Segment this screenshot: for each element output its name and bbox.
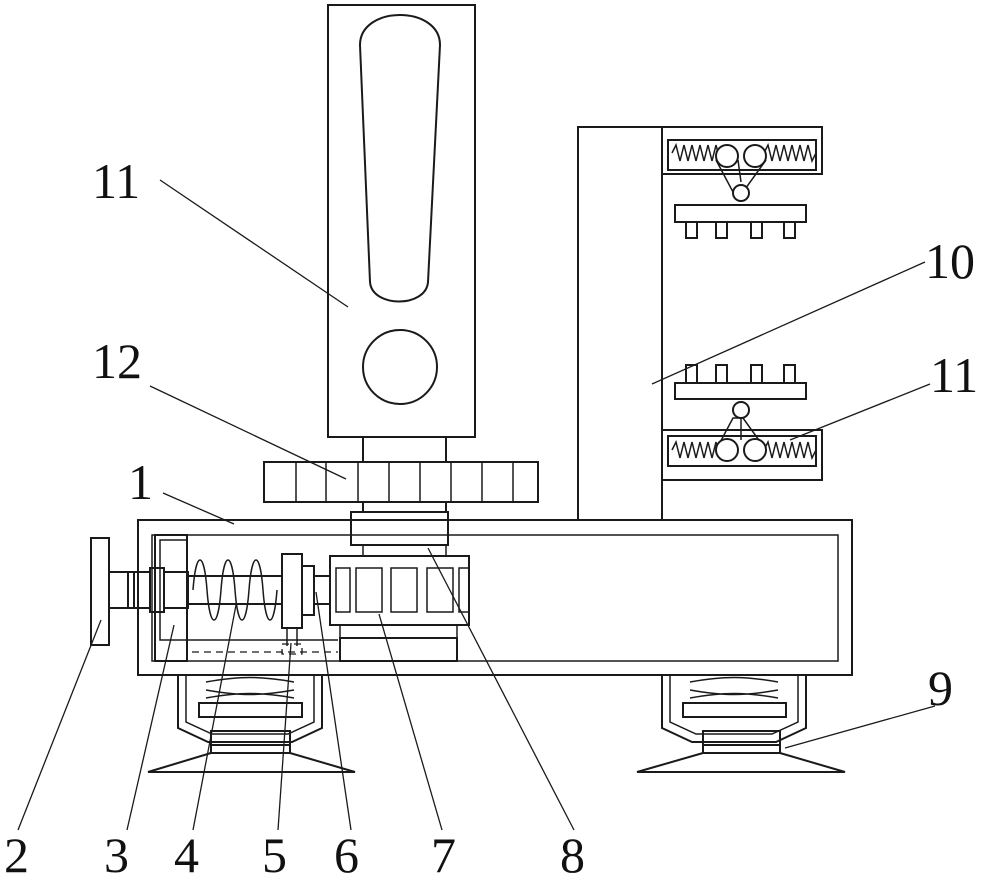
- label-3: 3: [104, 827, 129, 883]
- label-11-top: 11: [92, 153, 140, 209]
- lower-clamp: [661, 364, 823, 481]
- upper-clamp: [661, 126, 823, 239]
- knob-screw: [90, 537, 331, 655]
- reference-labels: 11 12 1 10 11 9 2 3 4 5 6 7 8: [4, 153, 978, 883]
- label-9: 9: [928, 660, 953, 716]
- base-body-1: [137, 511, 853, 676]
- label-1: 1: [128, 454, 153, 510]
- label-10: 10: [925, 233, 975, 289]
- label-8: 8: [560, 827, 585, 883]
- column-10: [577, 126, 663, 521]
- label-6: 6: [334, 827, 359, 883]
- gear-12: [263, 461, 539, 513]
- handle-block: [327, 4, 476, 463]
- left-foot: [147, 675, 356, 773]
- label-7: 7: [431, 827, 456, 883]
- right-foot-9: [636, 675, 846, 773]
- leader-lines: [17, 179, 936, 831]
- label-12: 12: [92, 333, 142, 389]
- label-4: 4: [174, 827, 199, 883]
- label-5: 5: [262, 827, 287, 883]
- label-2: 2: [4, 827, 29, 883]
- label-11-right: 11: [930, 347, 978, 403]
